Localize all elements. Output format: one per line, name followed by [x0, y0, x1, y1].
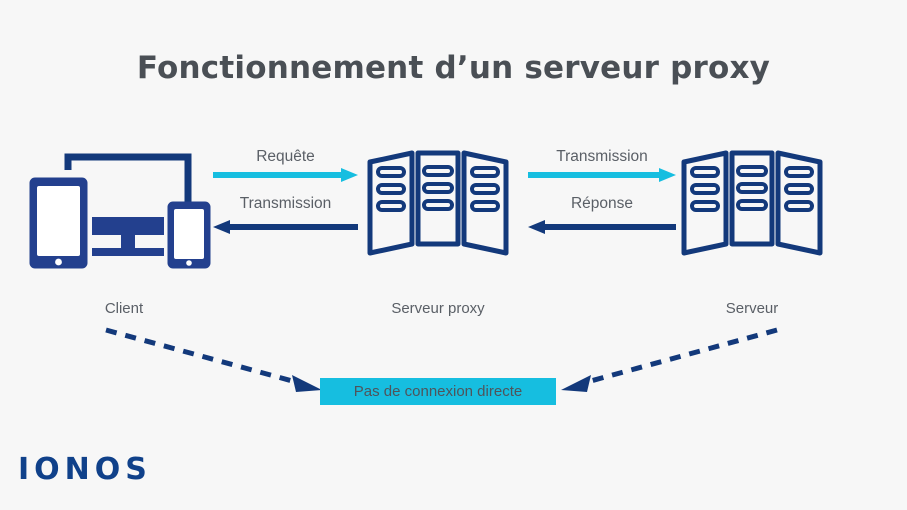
flow-label-request: Requête: [256, 148, 315, 165]
flow-arrow-transmission-left: [213, 220, 358, 234]
node-caption-client: Client: [104, 300, 144, 317]
node-caption-server: Serveur: [725, 300, 779, 317]
flow-label-transmission-left: Transmission: [239, 195, 332, 212]
flow-arrow-request: [213, 168, 358, 182]
flow-arrow-response: [528, 220, 676, 234]
no-direct-connection-label: Pas de connexion directe: [353, 383, 523, 400]
node-caption-proxy: Serveur proxy: [391, 300, 485, 317]
server-rack-icon-proxy: [364, 148, 512, 258]
no-direct-connection-callout: Pas de connexion directe: [320, 378, 556, 405]
flow-label-response: Réponse: [570, 195, 634, 212]
dashed-connector-server-to-callout: [558, 322, 783, 397]
server-rack-icon-server: [678, 148, 826, 258]
dashed-connector-client-to-callout: [100, 322, 325, 397]
ionos-logo: IONOS: [18, 452, 152, 487]
flow-label-transmission-right: Transmission: [556, 148, 648, 165]
page-title: Fonctionnement d’un serveur proxy: [136, 50, 771, 86]
flow-arrow-transmission-right: [528, 168, 676, 182]
client-devices-icon: [20, 145, 220, 280]
